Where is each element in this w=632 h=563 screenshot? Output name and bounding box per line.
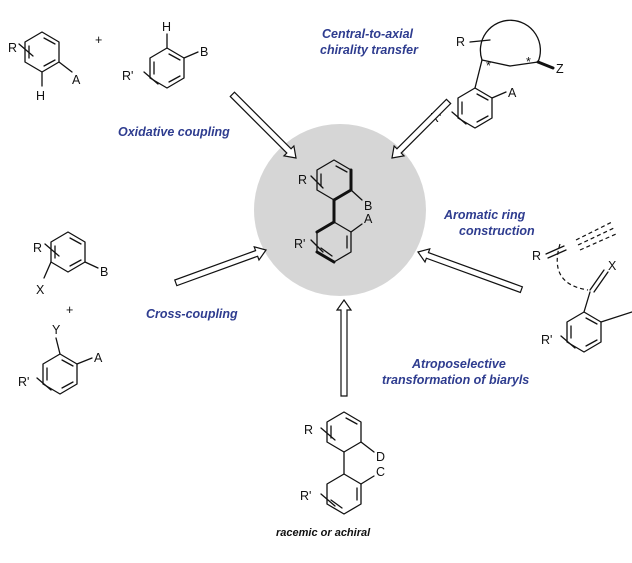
- product-a-label: A: [364, 212, 373, 226]
- racemic-biaryl: [320, 411, 375, 515]
- label-oxidative-coupling: Oxidative coupling: [118, 125, 230, 139]
- arrow-from-top-left: [229, 91, 297, 159]
- cross-substrate-1: [43, 231, 99, 279]
- label-atropo-line1: Atroposelective: [411, 357, 506, 371]
- racemic-c-label: C: [376, 465, 385, 479]
- label-atropo-line2: transformation of biaryls: [382, 373, 529, 387]
- oxidative-r-label: R: [8, 41, 17, 55]
- caption-racemic: racemic or achiral: [276, 527, 371, 539]
- oxidative-a-label: A: [72, 73, 81, 87]
- aromatic-x-label: X: [608, 259, 617, 273]
- central-a-label: A: [508, 86, 517, 100]
- cross-plus: +: [66, 303, 73, 317]
- central-star2: *: [526, 55, 531, 69]
- cross-substrate-2: [36, 337, 93, 395]
- label-central-line1: Central-to-axial: [322, 27, 414, 41]
- central-star1: *: [486, 59, 491, 73]
- cross-b-label: B: [100, 265, 108, 279]
- central-substrate: [451, 19, 555, 129]
- label-aromatic-line2: construction: [459, 224, 535, 238]
- cross-y-label: Y: [52, 323, 61, 337]
- oxidative-substrate-1: [18, 31, 73, 87]
- oxidative-substrate-2: [143, 33, 199, 89]
- arrow-from-left: [173, 245, 267, 287]
- product-biaryl: R B A R': [294, 159, 373, 264]
- oxidative-b-label: B: [200, 45, 208, 59]
- aromatic-substrate: [545, 221, 632, 353]
- cross-rprime-label: R': [18, 375, 29, 389]
- aromatic-rprime-label: R': [541, 333, 552, 347]
- label-central-line2: chirality transfer: [320, 43, 419, 57]
- product-lower-ring: [310, 220, 363, 264]
- label-aromatic-line1: Aromatic ring: [443, 208, 526, 222]
- oxidative-plus: +: [95, 33, 102, 47]
- cross-a-label: A: [94, 351, 103, 365]
- central-r-label: R: [456, 35, 465, 49]
- racemic-rprime-label: R': [300, 489, 311, 503]
- product-rprime-label: R': [294, 237, 305, 251]
- oxidative-rprime-label: R': [122, 69, 133, 83]
- aromatic-r-label: R: [532, 249, 541, 263]
- oxidative-h1-label: H: [36, 89, 45, 103]
- oxidative-h2-label: H: [162, 20, 171, 34]
- cross-x-label: X: [36, 283, 45, 297]
- product-r-label: R: [298, 173, 307, 187]
- racemic-d-label: D: [376, 450, 385, 464]
- label-cross-coupling: Cross-coupling: [146, 307, 238, 321]
- central-z-label: Z: [556, 62, 564, 76]
- center-circle: [254, 124, 426, 296]
- arrow-from-right: [417, 247, 524, 294]
- racemic-r-label: R: [304, 423, 313, 437]
- arrow-from-top-right: [391, 98, 452, 159]
- arrow-from-bottom: [335, 298, 353, 397]
- product-b-label: B: [364, 199, 372, 213]
- cross-r-label: R: [33, 241, 42, 255]
